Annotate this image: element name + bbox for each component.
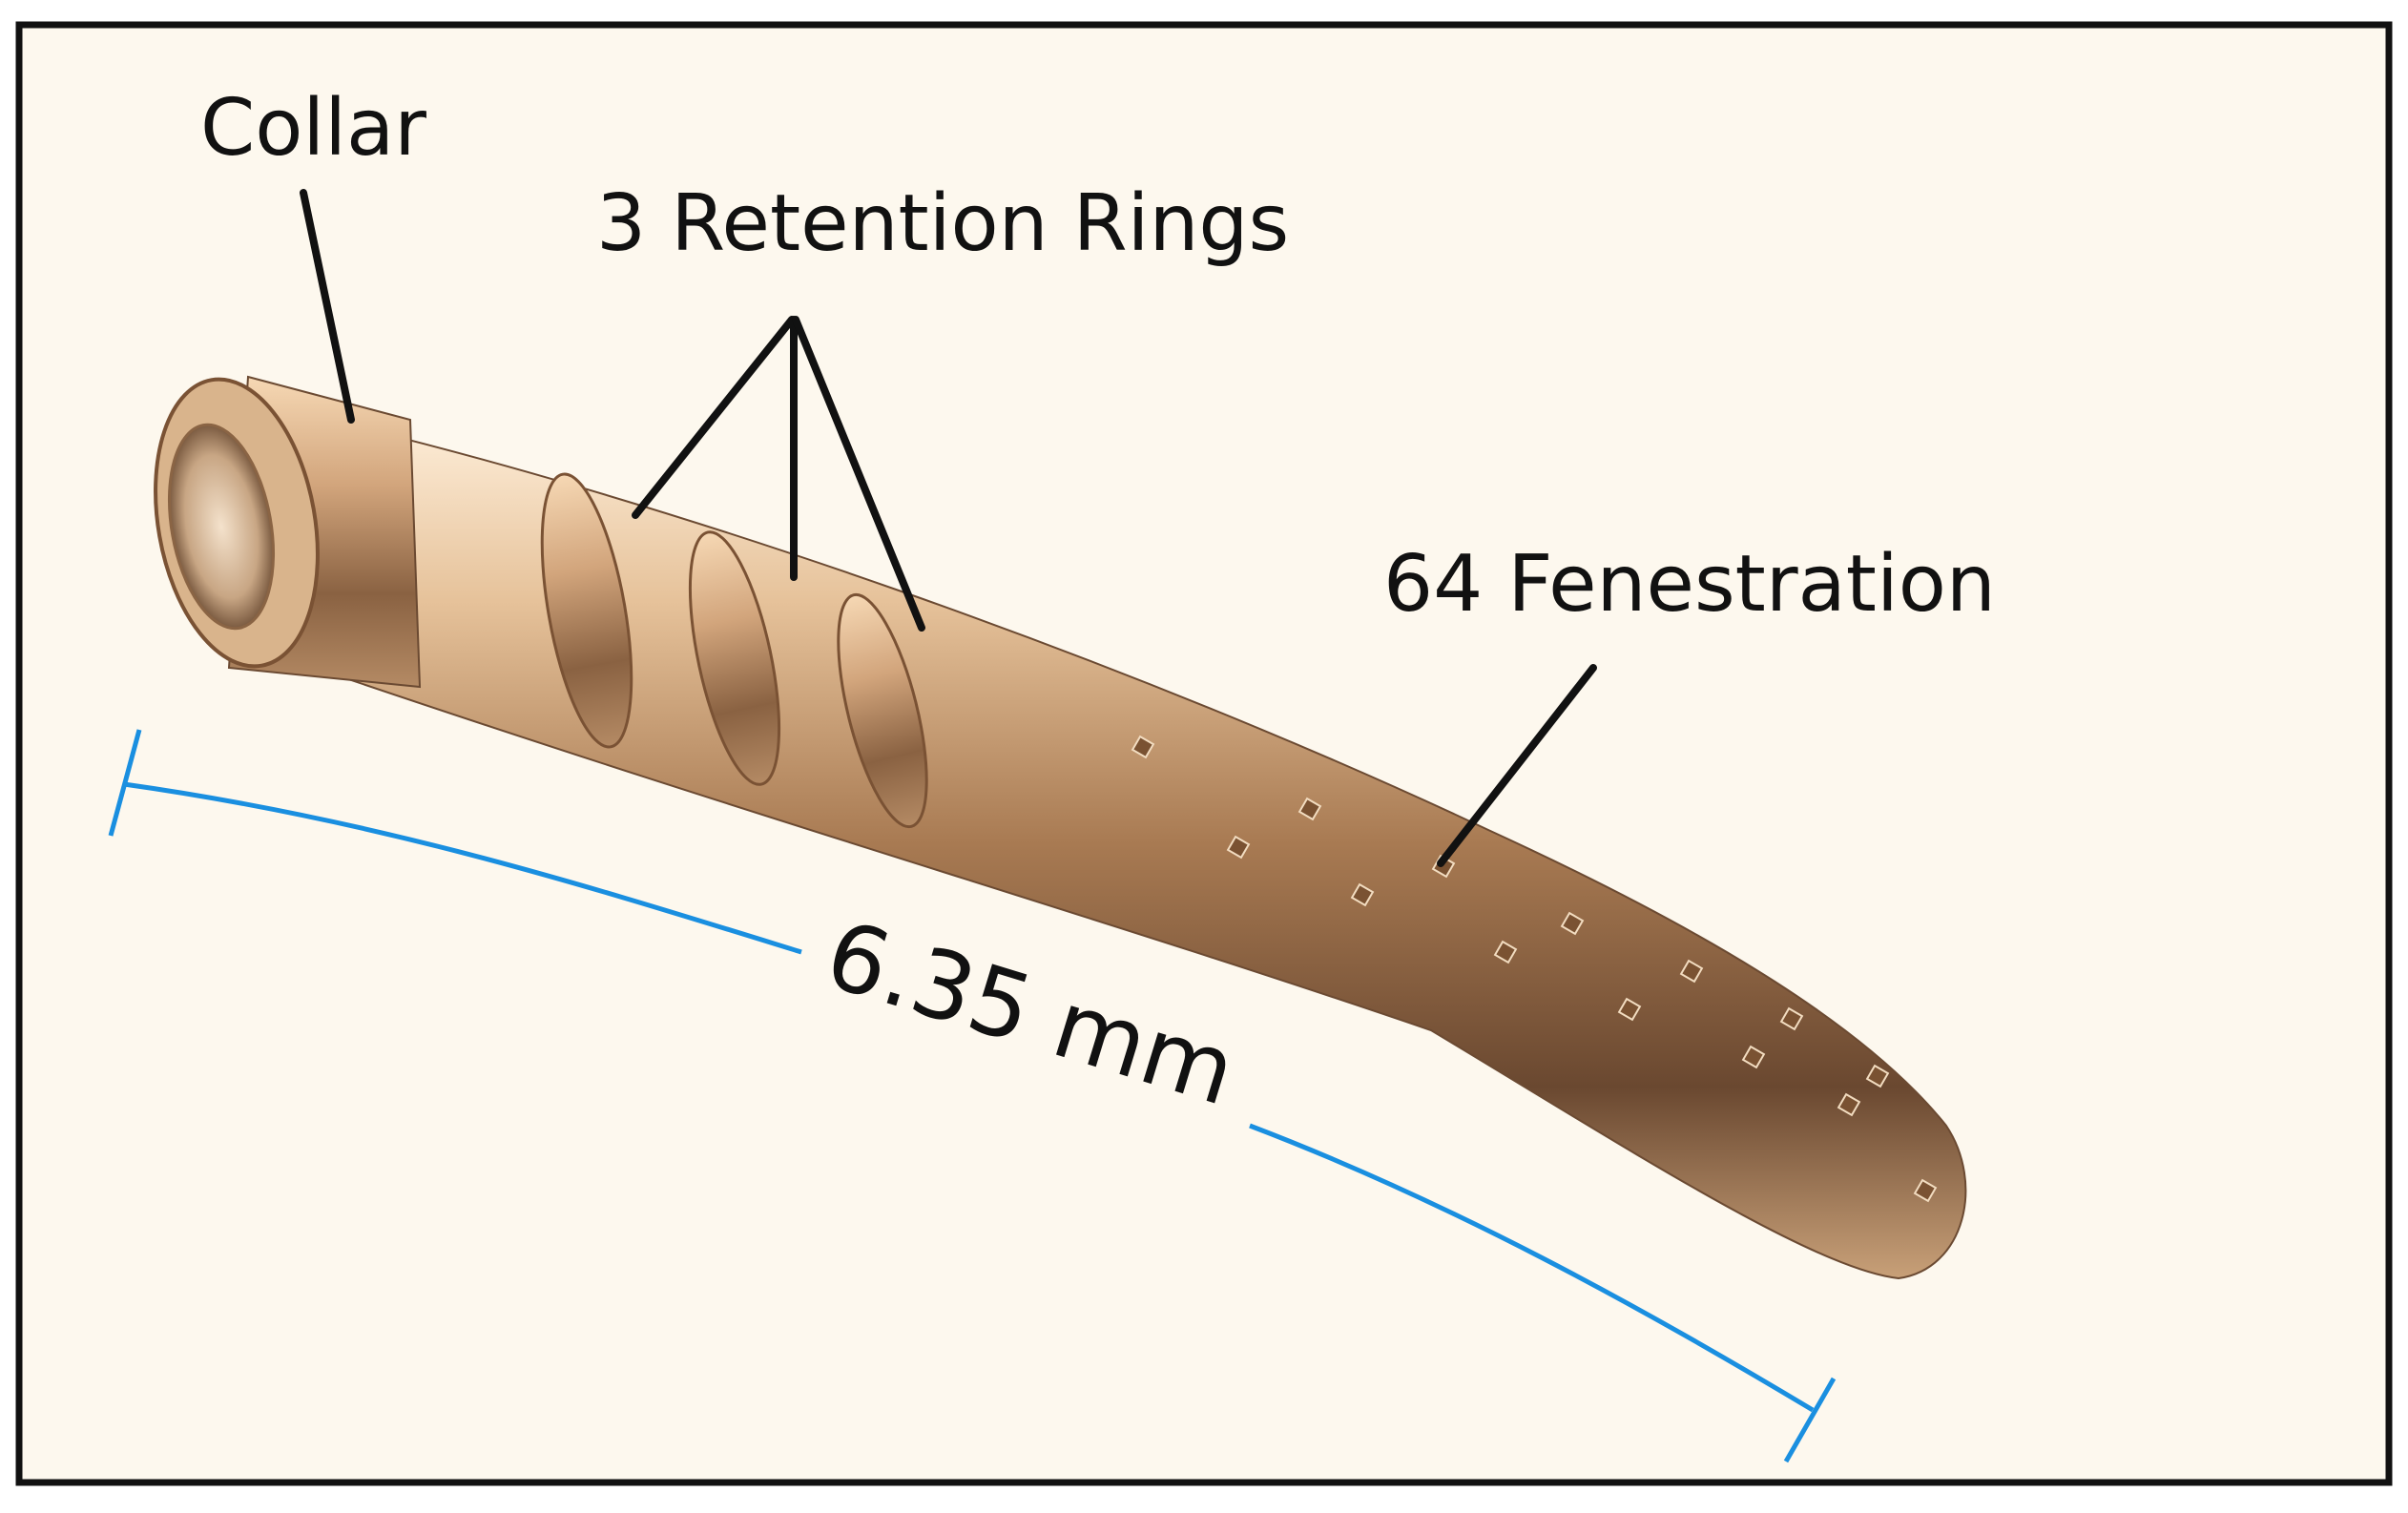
fenestration-hole	[1560, 911, 1585, 936]
fenestration-hole	[1913, 1178, 1938, 1203]
leader-lines	[300, 189, 1597, 867]
fenestration-label: 64 Fenestration	[1383, 539, 1996, 630]
length-dimension	[108, 729, 1837, 1463]
retention-rings-label: 3 Retention Rings	[596, 178, 1289, 269]
fenestration-hole	[1865, 1064, 1890, 1088]
fenestration-hole	[1779, 1006, 1804, 1031]
dimension-tick-left	[108, 729, 142, 837]
fenestration-hole	[1741, 1045, 1766, 1069]
fenestration-hole	[1679, 959, 1704, 984]
fenestration-hole	[1493, 940, 1518, 964]
collar-label: Collar	[200, 83, 426, 174]
fenestration-leader	[1437, 664, 1597, 867]
ring-leader-1	[632, 316, 796, 519]
collar-bore	[167, 423, 276, 631]
fenestration-hole	[1131, 735, 1155, 759]
ring-leader-3	[792, 316, 925, 632]
fenestration-hole	[1226, 835, 1251, 860]
fenestration-hole	[1297, 797, 1322, 821]
dimension-tick-right	[1783, 1377, 1837, 1463]
fenestration-holes	[1131, 735, 1938, 1203]
dimension-arc-right	[1249, 1123, 1815, 1413]
fenestration-hole	[1837, 1092, 1861, 1117]
implant-illustration	[154, 375, 1967, 1280]
dimension-arc-left	[123, 781, 802, 955]
retention-ring	[688, 530, 781, 786]
retention-rings	[540, 472, 928, 829]
retention-ring	[540, 472, 633, 749]
collar-leader	[300, 189, 355, 424]
fenestration-hole	[1617, 997, 1642, 1022]
fenestration-hole	[1350, 882, 1375, 907]
retention-ring	[837, 592, 928, 829]
